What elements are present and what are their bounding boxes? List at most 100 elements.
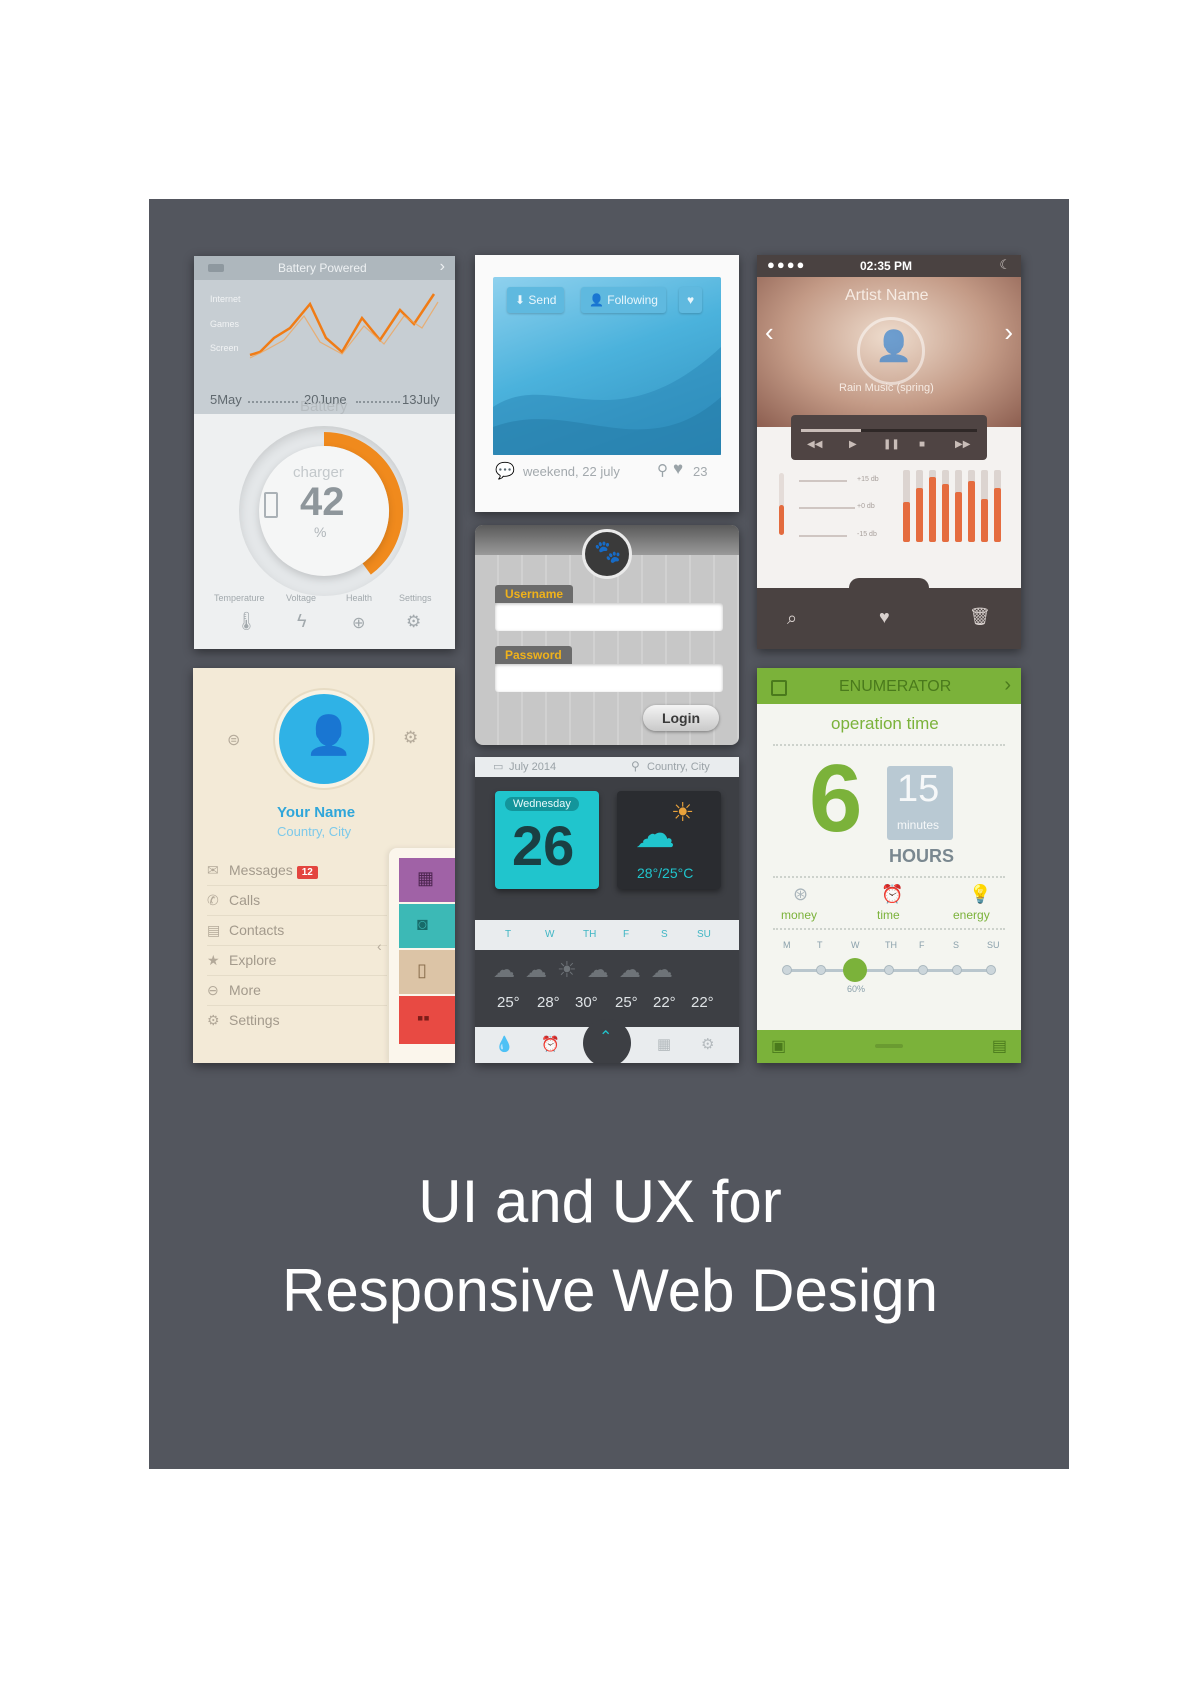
progress-track[interactable] [801,429,977,432]
enumerator-header [757,668,1021,704]
prev-arrow-icon[interactable]: ‹ [765,317,774,347]
pause-icon[interactable]: ❚❚ [883,439,900,450]
play-icon[interactable]: ▶ [849,439,857,450]
slider-knob[interactable] [843,958,867,982]
track-name: Rain Music (spring) [839,382,934,394]
photo-caption: weekend, 22 july [523,464,620,479]
mail-icon[interactable]: ⊜ [227,732,241,749]
eq-line-top [799,480,847,482]
username-tag: Username [495,585,574,603]
slider-day-dot[interactable] [884,965,894,975]
eq-bar-fill [929,477,936,542]
heart-count-icon[interactable]: ♥ [673,459,684,478]
status-time: 02:35 PM [860,259,913,273]
settings-tab-icon[interactable]: ⚙ [701,1036,715,1053]
rewind-icon[interactable]: ◀◀ [807,439,823,450]
plus-circle-icon[interactable]: ⊕ [352,615,366,632]
tab-calendar[interactable]: ▦ [399,858,455,902]
password-input[interactable] [495,664,723,692]
slider-day-label: S [953,940,960,950]
sun-icon: ☀ [671,797,695,827]
slider-day-label: TH [885,940,897,950]
moon-icon: ☾ [999,257,1011,272]
menu-item-calls[interactable]: ✆Calls [207,885,387,916]
divider-bot [773,928,1005,930]
footer-handle[interactable] [875,1044,903,1048]
menu-item-more[interactable]: ⊖More [207,975,387,1006]
hours-label: HOURS [889,846,955,866]
pin-icon[interactable]: ⚲ [657,462,668,479]
thermometer-icon[interactable]: 🌡 [235,611,258,631]
usage-graph: Internet Games Screen 5May 20June 13July [194,280,455,414]
heart-icon[interactable]: ♥ [879,607,890,627]
photo-image[interactable]: ⬇ Send 👤 Following ♥ [493,277,721,455]
phone-icon: ✆ [207,892,219,908]
comment-icon[interactable]: 💬 [495,463,515,480]
gear-icon[interactable]: ⚙ [406,612,422,631]
send-button[interactable]: ⬇ Send [507,287,565,313]
search-icon[interactable]: ⌕ [787,608,798,628]
menu-item-settings[interactable]: ⚙Settings [207,1005,387,1035]
chevron-right-icon[interactable]: › [439,258,445,275]
chevron-right-icon[interactable]: › [1004,674,1011,696]
paw-logo [582,529,632,579]
trash-icon[interactable]: 🗑 [969,607,991,626]
alarm-icon[interactable]: ⏰ [541,1036,560,1053]
tab-apps[interactable]: ▪▪ [399,996,455,1044]
avatar-person-icon: 👤 [875,330,913,363]
graph-label-games: Games [210,319,240,329]
divider-mid [773,876,1005,878]
like-button[interactable]: ♥ [679,287,703,313]
note-icon[interactable]: ▤ [991,1038,1007,1055]
graph-label-internet: Internet [210,294,241,304]
home-tab[interactable] [583,1019,631,1063]
volume-slider-left[interactable] [779,473,784,535]
enumerator-subtitle: operation time [831,714,939,733]
username-input[interactable] [495,603,723,631]
date-axis: 5May 20June 13July [194,388,455,412]
download-icon: ⬇ [515,293,529,307]
battery-header: Battery Powered › [194,256,455,280]
next-arrow-icon[interactable]: › [1004,317,1013,347]
menu-item-contacts[interactable]: ▤Contacts [207,915,387,946]
menu-item-explore[interactable]: ★Explore [207,945,387,976]
weekday-w: W [545,929,555,940]
signal-dots: ●●●● [767,257,807,272]
collapse-arrow-icon[interactable]: ‹ [377,938,382,954]
gear-icon[interactable]: ⚙ [403,728,419,747]
grid-icon: ▪▪ [417,1008,430,1028]
day-name-pill: Wednesday [505,797,579,811]
tab-book[interactable]: ▯ [399,950,455,994]
lightning-icon[interactable]: ϟ [297,611,307,631]
slider-day-dot[interactable] [782,965,792,975]
star-icon: ★ [207,952,220,968]
calendar-tab-icon[interactable]: ▦ [657,1036,672,1053]
weekday-s: S [661,929,668,940]
enumerator-title: ENUMERATOR [839,678,952,695]
slider-day-dot[interactable] [986,965,996,975]
footer-settings-label: Settings [399,593,432,603]
bag-icon[interactable]: ▣ [771,1038,787,1055]
menu-item-messages[interactable]: ✉Messages 12 [207,855,387,886]
cloud-icon: ☁ [635,812,675,856]
login-button[interactable]: Login [643,705,719,731]
clock-icon[interactable]: ⏰ [881,884,904,904]
forward-icon[interactable]: ▶▶ [955,439,971,450]
temp-range: 28°/25°C [637,865,694,881]
bulb-icon[interactable]: 💡 [969,884,992,904]
slider-day-dot[interactable] [952,965,962,975]
money-icon[interactable]: ⊛ [793,884,809,904]
forecast-card[interactable] [617,791,721,889]
square-icon[interactable] [771,680,787,696]
stop-icon[interactable]: ■ [919,439,926,450]
slider-day-dot[interactable] [816,965,826,975]
slider-day-dot[interactable] [918,965,928,975]
paw-icon: 🐾 [594,539,622,564]
drop-icon[interactable]: 💧 [495,1036,514,1053]
menu-icon[interactable] [208,264,224,272]
heart-icon: ♥ [687,293,695,307]
following-button[interactable]: 👤 Following [581,287,666,313]
avatar[interactable] [275,690,373,788]
tab-camera[interactable]: ◙ [399,904,455,948]
minutes-label: minutes [897,818,940,832]
